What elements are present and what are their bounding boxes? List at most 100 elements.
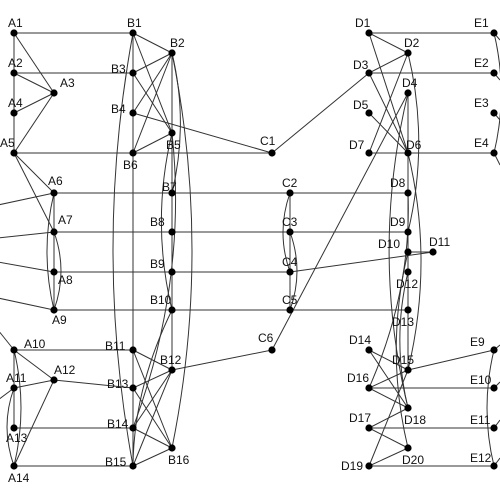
node-dot bbox=[168, 228, 176, 236]
curve-e9-e12 bbox=[486, 349, 495, 467]
node-dot bbox=[365, 384, 373, 392]
node-dot bbox=[429, 248, 437, 256]
node-b16: B16 bbox=[168, 444, 190, 467]
node-e1: E1 bbox=[474, 16, 498, 37]
node-d11: D11 bbox=[429, 235, 450, 256]
node-a14: A14 bbox=[8, 462, 30, 485]
edge-c1-d3 bbox=[271, 72, 370, 154]
node-e4: E4 bbox=[474, 136, 498, 157]
node-e9: E9 bbox=[470, 335, 498, 354]
node-d16: D16 bbox=[347, 371, 373, 392]
node-dot bbox=[129, 29, 137, 37]
node-label: A3 bbox=[60, 76, 75, 90]
node-d1: D1 bbox=[355, 16, 373, 37]
node-label: A4 bbox=[8, 96, 23, 110]
node-dot bbox=[50, 189, 58, 197]
node-d2: D2 bbox=[404, 36, 420, 57]
node-e12: E12 bbox=[470, 451, 498, 470]
node-label: B14 bbox=[107, 417, 129, 431]
edge-d3-d2 bbox=[368, 52, 409, 74]
node-dot bbox=[490, 346, 498, 354]
edge-d1-d6 bbox=[368, 32, 409, 154]
node-b13: B13 bbox=[107, 377, 137, 392]
edge-a1-a3 bbox=[13, 32, 55, 94]
node-a3: A3 bbox=[50, 76, 75, 97]
node-b8: B8 bbox=[150, 215, 176, 236]
edge-stub-left bbox=[0, 261, 55, 273]
node-dot bbox=[129, 384, 137, 392]
node-label: B6 bbox=[123, 158, 138, 172]
node-dot bbox=[404, 189, 412, 197]
node-dot bbox=[10, 149, 18, 157]
node-dot bbox=[404, 49, 412, 57]
node-dot bbox=[286, 306, 294, 314]
curve-b5-b14 bbox=[132, 132, 177, 429]
node-label: C1 bbox=[260, 134, 276, 148]
node-label: A14 bbox=[8, 471, 30, 485]
node-label: A13 bbox=[6, 431, 28, 445]
node-label: E3 bbox=[474, 96, 489, 110]
node-a2: A2 bbox=[8, 56, 23, 77]
edge-b6-b2 bbox=[132, 52, 173, 154]
node-label: A12 bbox=[54, 363, 76, 377]
node-b11: B11 bbox=[105, 339, 137, 354]
node-a13: A13 bbox=[6, 424, 28, 445]
node-dot bbox=[129, 462, 137, 470]
node-label: E9 bbox=[470, 335, 485, 349]
node-d8: D8 bbox=[390, 176, 412, 197]
node-label: D1 bbox=[355, 16, 371, 30]
edge-b13-b12 bbox=[132, 369, 173, 389]
node-b14: B14 bbox=[107, 417, 137, 432]
node-b12: B12 bbox=[160, 353, 182, 374]
edge-b4-b2 bbox=[132, 52, 173, 114]
edge-a5-a7 bbox=[13, 152, 55, 233]
node-dot bbox=[50, 89, 58, 97]
node-label: D16 bbox=[347, 371, 369, 385]
node-d9: D9 bbox=[390, 215, 412, 236]
node-label: B5 bbox=[166, 138, 181, 152]
edges-layer bbox=[0, 32, 500, 467]
edge-b12-c6 bbox=[171, 349, 273, 371]
curve-d8-d16 bbox=[368, 192, 409, 389]
node-dot bbox=[404, 149, 412, 157]
node-dot bbox=[168, 366, 176, 374]
edge-b15-b12 bbox=[132, 369, 173, 467]
node-dot bbox=[10, 424, 18, 432]
edge-d3-d6 bbox=[368, 72, 409, 154]
node-d3: D3 bbox=[353, 58, 373, 77]
node-a10: A10 bbox=[10, 337, 46, 354]
node-a7: A7 bbox=[50, 213, 73, 236]
node-dot bbox=[129, 149, 137, 157]
node-label: A7 bbox=[58, 213, 73, 227]
node-dot bbox=[10, 69, 18, 77]
node-b5: B5 bbox=[166, 129, 181, 152]
node-b2: B2 bbox=[168, 36, 185, 57]
node-label: B10 bbox=[150, 293, 172, 307]
node-d18: D18 bbox=[404, 404, 426, 427]
edge-stub-left bbox=[0, 231, 55, 239]
node-dot bbox=[129, 424, 137, 432]
node-a6: A6 bbox=[48, 174, 63, 197]
node-dot bbox=[286, 268, 294, 276]
node-dot bbox=[365, 29, 373, 37]
node-d17: D17 bbox=[349, 411, 373, 432]
node-c6: C6 bbox=[258, 331, 276, 354]
edge-a5-a3 bbox=[13, 92, 55, 154]
curve-d2-d9 bbox=[407, 52, 420, 233]
node-d20: D20 bbox=[402, 444, 424, 467]
node-b9: B9 bbox=[150, 257, 176, 276]
node-label: B8 bbox=[150, 215, 165, 229]
edge-a5-a6 bbox=[13, 152, 55, 194]
node-label: A10 bbox=[24, 337, 46, 351]
node-d5: D5 bbox=[353, 98, 373, 117]
node-label: D13 bbox=[392, 315, 414, 329]
node-dot bbox=[490, 424, 498, 432]
node-label: D10 bbox=[378, 237, 400, 251]
edge-d5-d6 bbox=[368, 112, 409, 154]
curve-b1-b15 bbox=[112, 32, 134, 467]
edge-d1-d2 bbox=[368, 32, 409, 54]
node-label: B3 bbox=[111, 62, 126, 76]
node-dot bbox=[10, 384, 18, 392]
node-label: D9 bbox=[390, 215, 406, 229]
node-dot bbox=[129, 109, 137, 117]
